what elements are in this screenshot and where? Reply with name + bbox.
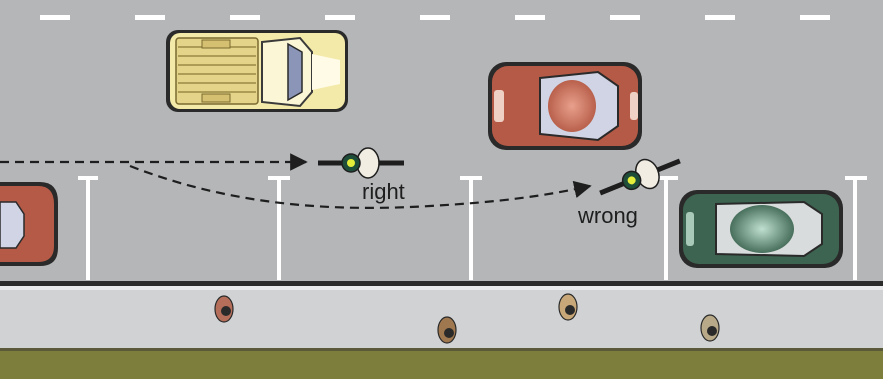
red-car-icon — [488, 62, 642, 150]
grass — [0, 350, 883, 379]
label-wrong: wrong — [577, 203, 638, 228]
pedestrian-icon — [214, 295, 234, 323]
parking-lines — [78, 176, 867, 280]
label-right: right — [362, 179, 405, 204]
pedestrian-icon — [437, 316, 457, 344]
curb-edge — [0, 286, 883, 290]
cyclist-icon — [318, 147, 404, 179]
parked-green-car-icon — [679, 190, 843, 268]
pedestrian-icon — [558, 293, 578, 321]
lane-divider — [40, 15, 830, 20]
curb — [0, 281, 883, 286]
cyclist-icon — [599, 158, 681, 196]
parked-red-car-icon — [0, 182, 58, 266]
pedestrian-icon — [700, 314, 720, 342]
pickup-truck-icon — [166, 30, 348, 112]
